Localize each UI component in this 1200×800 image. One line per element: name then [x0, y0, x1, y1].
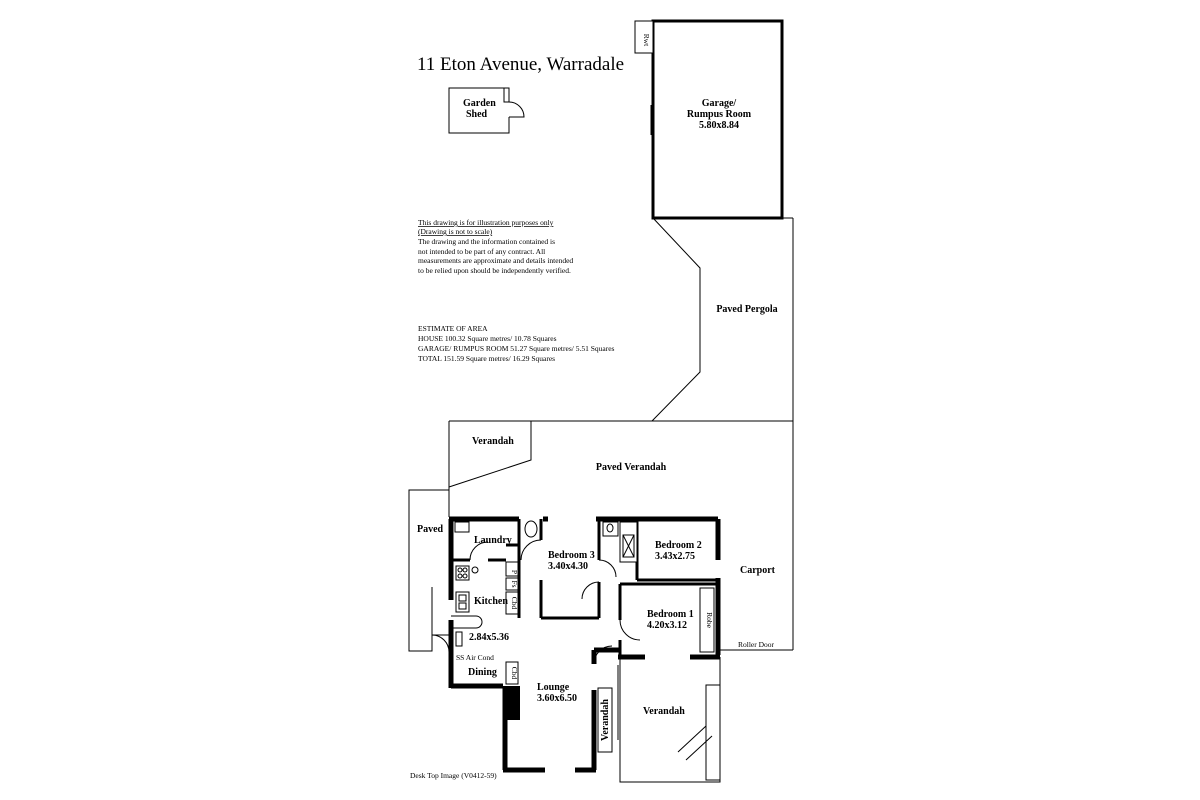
svg-text:Garden: Garden — [463, 98, 496, 109]
rwt-label: Rwt — [642, 34, 651, 47]
svg-text:3.60x6.50: 3.60x6.50 — [537, 693, 577, 704]
garden-shed: Garden Shed — [448, 87, 525, 134]
svg-text:5.80x8.84: 5.80x8.84 — [699, 120, 739, 131]
svg-text:Bedroom 3: Bedroom 3 — [548, 550, 595, 561]
door-swings — [431, 539, 641, 665]
svg-text:Paved Pergola: Paved Pergola — [716, 304, 777, 315]
svg-text:Shed: Shed — [466, 109, 488, 120]
area-estimate: ESTIMATE OF AREA HOUSE 100.32 Square met… — [418, 324, 615, 363]
svg-text:Paved: Paved — [417, 524, 444, 535]
svg-text:3.43x2.75: 3.43x2.75 — [655, 551, 695, 562]
svg-text:TOTAL 151.59 Square metres/ 1: TOTAL 151.59 Square metres/ 16.29 Square… — [418, 354, 555, 363]
stove-icon — [455, 565, 470, 581]
side-verandah: Verandah — [597, 687, 613, 753]
svg-text:Verandah: Verandah — [600, 699, 611, 741]
svg-text:Dining: Dining — [468, 667, 497, 678]
svg-text:Rumpus Room: Rumpus Room — [687, 109, 752, 120]
paved-pergola: Paved Pergola — [651, 217, 794, 422]
disclaimer-note: This drawing is for illustration purpose… — [418, 218, 573, 275]
svg-text:measurements are approximate a: measurements are approximate and details… — [418, 256, 573, 265]
svg-text:2.84x5.36: 2.84x5.36 — [469, 632, 509, 643]
svg-text:Verandah: Verandah — [472, 436, 514, 447]
svg-text:not intended to be part of any: not intended to be part of any contract.… — [418, 247, 545, 256]
svg-text:HOUSE 100.32 Square metres/ 1: HOUSE 100.32 Square metres/ 10.78 Square… — [418, 334, 557, 343]
svg-text:Bedroom 1: Bedroom 1 — [647, 609, 694, 620]
svg-text:Kitchen: Kitchen — [474, 596, 508, 607]
room-labels: Laundry Bedroom 3 3.40x4.30 Bedroom 2 3.… — [456, 535, 702, 704]
plan-title: 11 Eton Avenue, Warradale — [417, 54, 624, 75]
svg-text:Lounge: Lounge — [537, 682, 570, 693]
paved-verandah: Verandah Paved Verandah — [448, 420, 794, 650]
fs-label: Fs — [510, 580, 519, 587]
svg-text:Carport: Carport — [740, 565, 776, 576]
bottom-verandah: Verandah — [617, 657, 721, 783]
fixtures: P Fs Cbd Cbd — [451, 520, 638, 687]
svg-text:Paved Verandah: Paved Verandah — [596, 462, 667, 473]
carport: Carport Roller Door — [720, 565, 793, 651]
cbd-label-kitchen: Cbd — [510, 597, 519, 610]
svg-text:Verandah: Verandah — [643, 706, 685, 717]
garage-rumpus-room: Rwt Garage/ Rumpus Room 5.80x8.84 — [634, 19, 784, 220]
toilet-icon — [524, 520, 538, 538]
footer-label: Desk Top Image (V0412-59) — [410, 771, 497, 780]
p-label: P — [510, 570, 519, 574]
svg-text:This drawing is for illustrati: This drawing is for illustration purpose… — [418, 218, 554, 227]
svg-text:GARAGE/ RUMPUS ROOM 51.27 Squ: GARAGE/ RUMPUS ROOM 51.27 Square metres/… — [418, 344, 615, 353]
paved-strip: Paved — [408, 489, 449, 652]
svg-text:Garage/: Garage/ — [702, 98, 737, 109]
svg-text:The drawing and the informatio: The drawing and the information containe… — [418, 237, 555, 246]
svg-text:3.40x4.30: 3.40x4.30 — [548, 561, 588, 572]
svg-text:4.20x3.12: 4.20x3.12 — [647, 620, 687, 631]
svg-text:Bedroom 2: Bedroom 2 — [655, 540, 702, 551]
svg-text:SS Air Cond: SS Air Cond — [456, 653, 494, 662]
svg-text:to be relied upon should be in: to be relied upon should be independentl… — [418, 266, 571, 275]
roller-door-label: Roller Door — [738, 640, 775, 649]
internal-walls: Robe — [451, 519, 718, 657]
svg-text:(Drawing is not to scale): (Drawing is not to scale) — [418, 227, 493, 236]
svg-text:Laundry: Laundry — [474, 535, 512, 546]
robe-label: Robe — [705, 612, 714, 629]
svg-text:ESTIMATE OF AREA: ESTIMATE OF AREA — [418, 324, 488, 333]
cbd-label-dining: Cbd — [510, 667, 519, 680]
